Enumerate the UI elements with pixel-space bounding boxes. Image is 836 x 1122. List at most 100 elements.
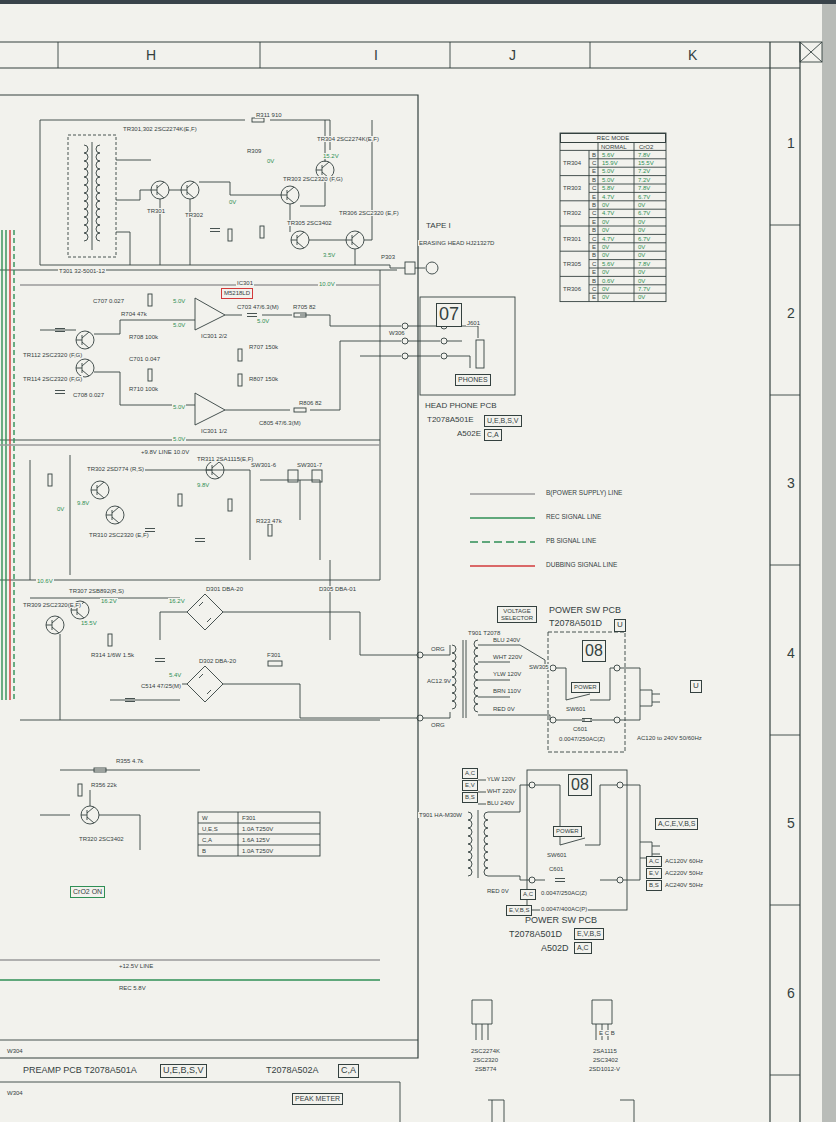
label-box: 08 <box>568 774 592 796</box>
grid-reference: J <box>508 48 517 62</box>
part-label: J601 <box>466 320 481 326</box>
part-label: 1.0A T250V <box>241 848 274 854</box>
transistor-symbol <box>281 186 299 204</box>
part-label: C703 47/6.3(M) <box>236 304 280 310</box>
part-label: 0V <box>601 286 610 292</box>
transistor-symbol <box>76 359 94 377</box>
part-label: 16.2V <box>168 598 186 604</box>
box-text: POWER <box>556 828 579 835</box>
transistor-symbol <box>291 231 309 249</box>
part-label: 0.6V <box>601 278 615 284</box>
part-label: 5.8V <box>601 185 615 191</box>
resistor-symbol <box>260 226 264 238</box>
part-label: B <box>201 848 207 854</box>
part-label: SW601 <box>565 706 587 712</box>
part-label: C <box>591 261 597 267</box>
label-box: VOLTAGE SELECTOR <box>497 606 537 623</box>
part-label: T2078A501E <box>426 416 475 424</box>
part-label: 0V <box>637 227 646 233</box>
terminal <box>614 717 620 723</box>
part-label: 6.7V <box>637 194 651 200</box>
wire <box>415 268 425 269</box>
transistor-symbol <box>206 461 224 479</box>
terminal <box>417 652 423 658</box>
part-label: 2SC2320 <box>472 1057 499 1063</box>
terminal <box>617 877 623 883</box>
part-label: R705 82 <box>292 304 317 310</box>
corner-box <box>800 42 822 62</box>
box-text: U <box>693 682 699 691</box>
part-label: TR311 2SA1115(E,F) <box>196 456 254 462</box>
box-text: U,E,B,S,V <box>163 1066 204 1076</box>
resistor-symbol <box>78 784 82 796</box>
wire <box>40 770 200 850</box>
part-label: T2078A501D <box>548 619 603 628</box>
part-label: R708 100k <box>128 334 159 340</box>
capacitor-symbol <box>582 719 592 722</box>
part-label: A502D <box>540 944 570 953</box>
legend-text: REC SIGNAL LINE <box>545 514 602 521</box>
part-label: TR309 2SC2320(E,F) <box>22 602 82 608</box>
part-label: 7.2V <box>637 177 651 183</box>
box-text: U <box>617 621 623 630</box>
part-label: 0V <box>601 252 610 258</box>
part-label: TR320 2SC3402 <box>78 836 125 842</box>
part-label: SW601 <box>546 852 568 858</box>
box-text: C,A <box>487 431 499 439</box>
part-label: 0V <box>637 269 646 275</box>
label-box: PHONES <box>455 374 491 386</box>
transformer-core <box>463 640 466 718</box>
part-label: 0.0047/400AC(P) <box>540 906 588 912</box>
part-label: 16.2V <box>100 598 118 604</box>
box-text: 08 <box>571 776 589 794</box>
part-label: NORMAL <box>600 144 628 150</box>
part-label: TR310 2SC2320 (E,F) <box>88 532 150 538</box>
capacitor-symbol <box>555 879 565 882</box>
plug-symbol <box>640 690 660 706</box>
transistor-symbol <box>81 806 99 824</box>
label-box: M5218LD <box>221 288 253 299</box>
box-text: REC MODE <box>563 135 663 142</box>
terminal <box>417 715 423 721</box>
grid-reference: 1 <box>786 136 796 150</box>
part-label: 4.7V <box>601 210 615 216</box>
part-label: 9.8V <box>76 500 90 506</box>
table-grid <box>560 142 666 150</box>
part-label: 0V <box>601 219 610 225</box>
part-label: C <box>591 160 597 166</box>
table-grid <box>560 133 666 302</box>
label-box: C,A <box>484 429 502 441</box>
resistor-symbol <box>94 768 106 772</box>
wire <box>0 1040 418 1122</box>
label-box: U <box>614 619 626 632</box>
part-label: 0V <box>601 202 610 208</box>
part-label: IC301 1/2 <box>200 428 228 434</box>
part-label: T901 T2078 <box>467 630 501 636</box>
part-label: W304 <box>6 1090 24 1096</box>
transistor-symbol <box>346 232 359 248</box>
part-label: +12.5V LINE <box>118 963 154 969</box>
transistor-symbol <box>76 332 89 348</box>
part-label: AC120V 60Hz <box>664 858 704 864</box>
part-label: RED 0V <box>486 888 510 894</box>
transformer-winding <box>484 812 488 876</box>
box-text: POWER <box>574 684 597 691</box>
part-label: 7.2V <box>637 168 651 174</box>
legend-sample <box>470 565 535 567</box>
part-label: P303 <box>380 254 396 260</box>
part-label: B <box>591 202 597 208</box>
part-label: C,A <box>201 837 213 843</box>
part-label: CrO2 <box>638 144 654 150</box>
resistor-symbol <box>48 474 52 486</box>
part-label: R704 47k <box>120 311 148 317</box>
part-label: AC120 to 240V 50/60Hz <box>636 735 703 741</box>
part-label: TR301,302 2SC2274K(E,F) <box>122 126 198 132</box>
label-box: A,C <box>462 768 478 779</box>
transformer-core <box>92 142 93 250</box>
resistor-symbol <box>178 494 182 506</box>
grid-reference: K <box>687 48 698 62</box>
part-label: E <box>591 219 597 225</box>
grid-divider <box>58 42 590 68</box>
pcb-outline <box>420 297 515 395</box>
part-label: 0V <box>601 294 610 300</box>
